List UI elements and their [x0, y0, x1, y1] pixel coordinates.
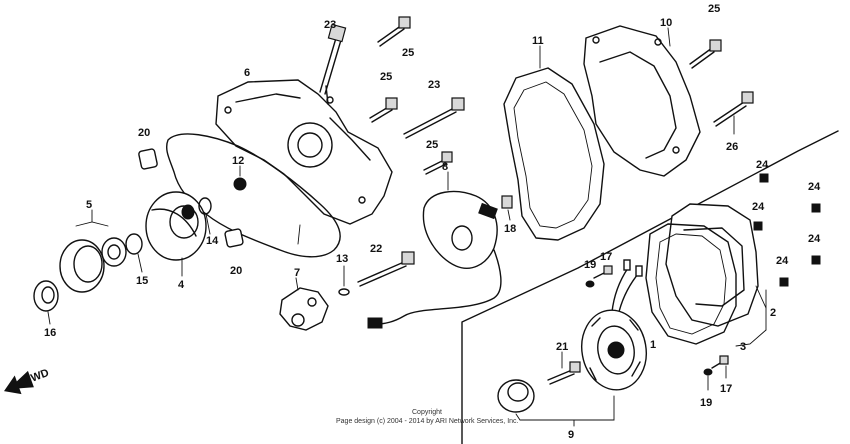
- screw-17-bottom: [711, 355, 729, 379]
- dowel-20-bottom: [224, 228, 244, 248]
- bolt-25-mid: [369, 97, 398, 123]
- label-10: 10: [660, 17, 672, 29]
- impeller-4: [145, 191, 207, 277]
- label-19-top: 19: [584, 259, 596, 271]
- label-26: 26: [726, 141, 738, 153]
- dowel-20-top: [138, 148, 158, 170]
- bolt-25-top: [377, 16, 411, 47]
- label-23-mid: 23: [428, 79, 440, 91]
- label-4: 4: [178, 279, 185, 291]
- label-9: 9: [568, 429, 574, 441]
- label-12: 12: [232, 155, 244, 167]
- bolt-23-top: [319, 23, 347, 95]
- label-17-top: 17: [600, 251, 612, 263]
- grommet-18: [501, 195, 513, 221]
- label-3: 3: [740, 341, 746, 353]
- bolt-23-mid: [403, 97, 465, 139]
- label-7: 7: [294, 267, 300, 279]
- label-25-lower: 25: [426, 139, 438, 151]
- label-25-mid: 25: [380, 71, 392, 83]
- label-5: 5: [86, 199, 92, 211]
- label-25-right: 25: [708, 3, 720, 15]
- label-20-top: 20: [138, 127, 150, 139]
- bolt-21: [547, 351, 581, 385]
- label-24-a: 24: [756, 159, 769, 171]
- thermo-housing-7: [279, 277, 329, 331]
- label-24-c: 24: [752, 201, 765, 213]
- stator-wires: [611, 259, 643, 317]
- label-22: 22: [370, 243, 382, 255]
- copyright-line-2: Page design (c) 2004 - 2014 by ARI Netwo…: [336, 418, 519, 425]
- washer-13: [338, 265, 350, 296]
- label-8: 8: [442, 161, 448, 173]
- stator-1: [581, 309, 647, 391]
- label-24-e: 24: [776, 255, 789, 267]
- bolt-26: [713, 91, 754, 135]
- screw-17-top: [593, 265, 613, 279]
- seal-14: [198, 197, 212, 235]
- bolt-24-a: [759, 173, 769, 183]
- cover-2: [665, 203, 767, 331]
- label-11: 11: [532, 35, 544, 47]
- washer-15: [125, 233, 143, 273]
- pump-body-6: [215, 79, 393, 225]
- cover-10: [583, 25, 701, 177]
- flywheel-9: [497, 379, 615, 427]
- label-1: 1: [650, 339, 656, 351]
- label-15: 15: [136, 275, 148, 287]
- copyright-line-1: Copyright: [412, 409, 442, 416]
- label-24-d: 24: [808, 233, 821, 245]
- label-18: 18: [504, 223, 516, 235]
- bolt-24-b: [811, 203, 821, 213]
- label-16: 16: [44, 327, 56, 339]
- fwd-arrow: FWD: [3, 367, 51, 395]
- fwd-label: FWD: [23, 367, 51, 387]
- bolt-25-right: [689, 39, 722, 69]
- gasket-11: [503, 45, 605, 241]
- bolt-24-d: [811, 255, 821, 265]
- gasket-3: [645, 223, 767, 347]
- bolt-24-e: [779, 277, 789, 287]
- section-divider: [461, 130, 839, 444]
- label-24-b: 24: [808, 181, 821, 193]
- label-19-bottom: 19: [700, 397, 712, 409]
- pulser-plate-8: [367, 171, 502, 329]
- seal-assembly-5: [59, 209, 127, 293]
- label-25-top: 25: [402, 47, 414, 59]
- label-20-bottom: 20: [230, 265, 242, 277]
- label-6: 6: [244, 67, 250, 79]
- label-17-bottom: 17: [720, 383, 732, 395]
- screw-19-bottom: [703, 368, 713, 391]
- bolt-24-c: [753, 221, 763, 231]
- label-23-top: 23: [324, 19, 336, 31]
- screw-19-top: [585, 280, 595, 288]
- nut-12: [233, 165, 247, 191]
- bolt-22: [357, 251, 415, 287]
- oil-seal-16: [33, 280, 59, 325]
- bolt-25-lower: [423, 151, 453, 175]
- label-13: 13: [336, 253, 348, 265]
- label-14: 14: [206, 235, 219, 247]
- label-21: 21: [556, 341, 568, 353]
- label-2: 2: [770, 307, 776, 319]
- o-ring-loop: [165, 133, 341, 258]
